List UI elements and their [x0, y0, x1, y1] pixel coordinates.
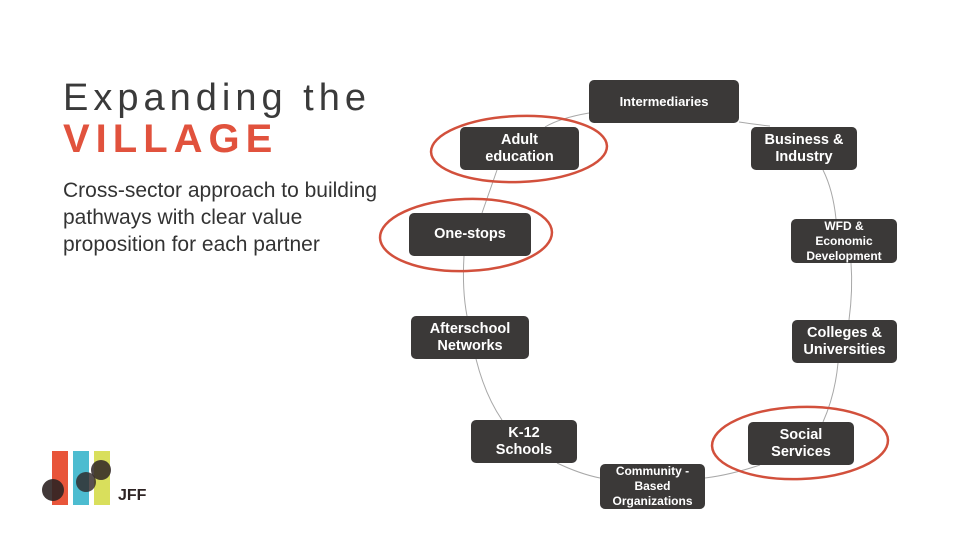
jff-logo-text: JFF — [118, 487, 147, 504]
slide-subtitle: Cross-sector approach to building pathwa… — [63, 179, 377, 256]
node-label: Community - Based Organizations — [612, 464, 693, 508]
node-community-based-organizations: Community - Based Organizations — [600, 464, 705, 509]
node-label: Business & Industry — [764, 131, 844, 165]
node-colleges-universities: Colleges & Universities — [792, 320, 897, 363]
node-label: WFD & Economic Development — [806, 218, 882, 263]
node-intermediaries: Intermediaries — [589, 80, 739, 123]
node-afterschool-networks: Afterschool Networks — [411, 316, 529, 359]
node-label: Intermediaries — [619, 94, 709, 109]
node-business-industry: Business & Industry — [751, 127, 857, 170]
node-wfd-economic-development: WFD & Economic Development — [791, 219, 897, 263]
node-label: K-12 Schools — [495, 424, 553, 458]
slide-title-line2: VILLAGE — [63, 117, 279, 161]
node-label: Afterschool Networks — [429, 320, 511, 354]
node-label: Adult education — [485, 131, 554, 165]
node-label: Colleges & Universities — [803, 324, 886, 358]
highlight-rings — [378, 114, 890, 481]
node-k12-schools: K-12 Schools — [471, 420, 577, 463]
jff-logo-mark-icon — [42, 451, 111, 505]
jff-logo: JFF — [40, 447, 150, 517]
node-social-services: Social Services — [748, 422, 854, 465]
slide-title-line1: Expanding the — [63, 77, 371, 119]
node-adult-education: Adult education — [460, 127, 579, 170]
node-label: Social Services — [771, 426, 831, 460]
node-one-stops: One-stops — [409, 213, 531, 256]
node-label: One-stops — [434, 226, 506, 242]
